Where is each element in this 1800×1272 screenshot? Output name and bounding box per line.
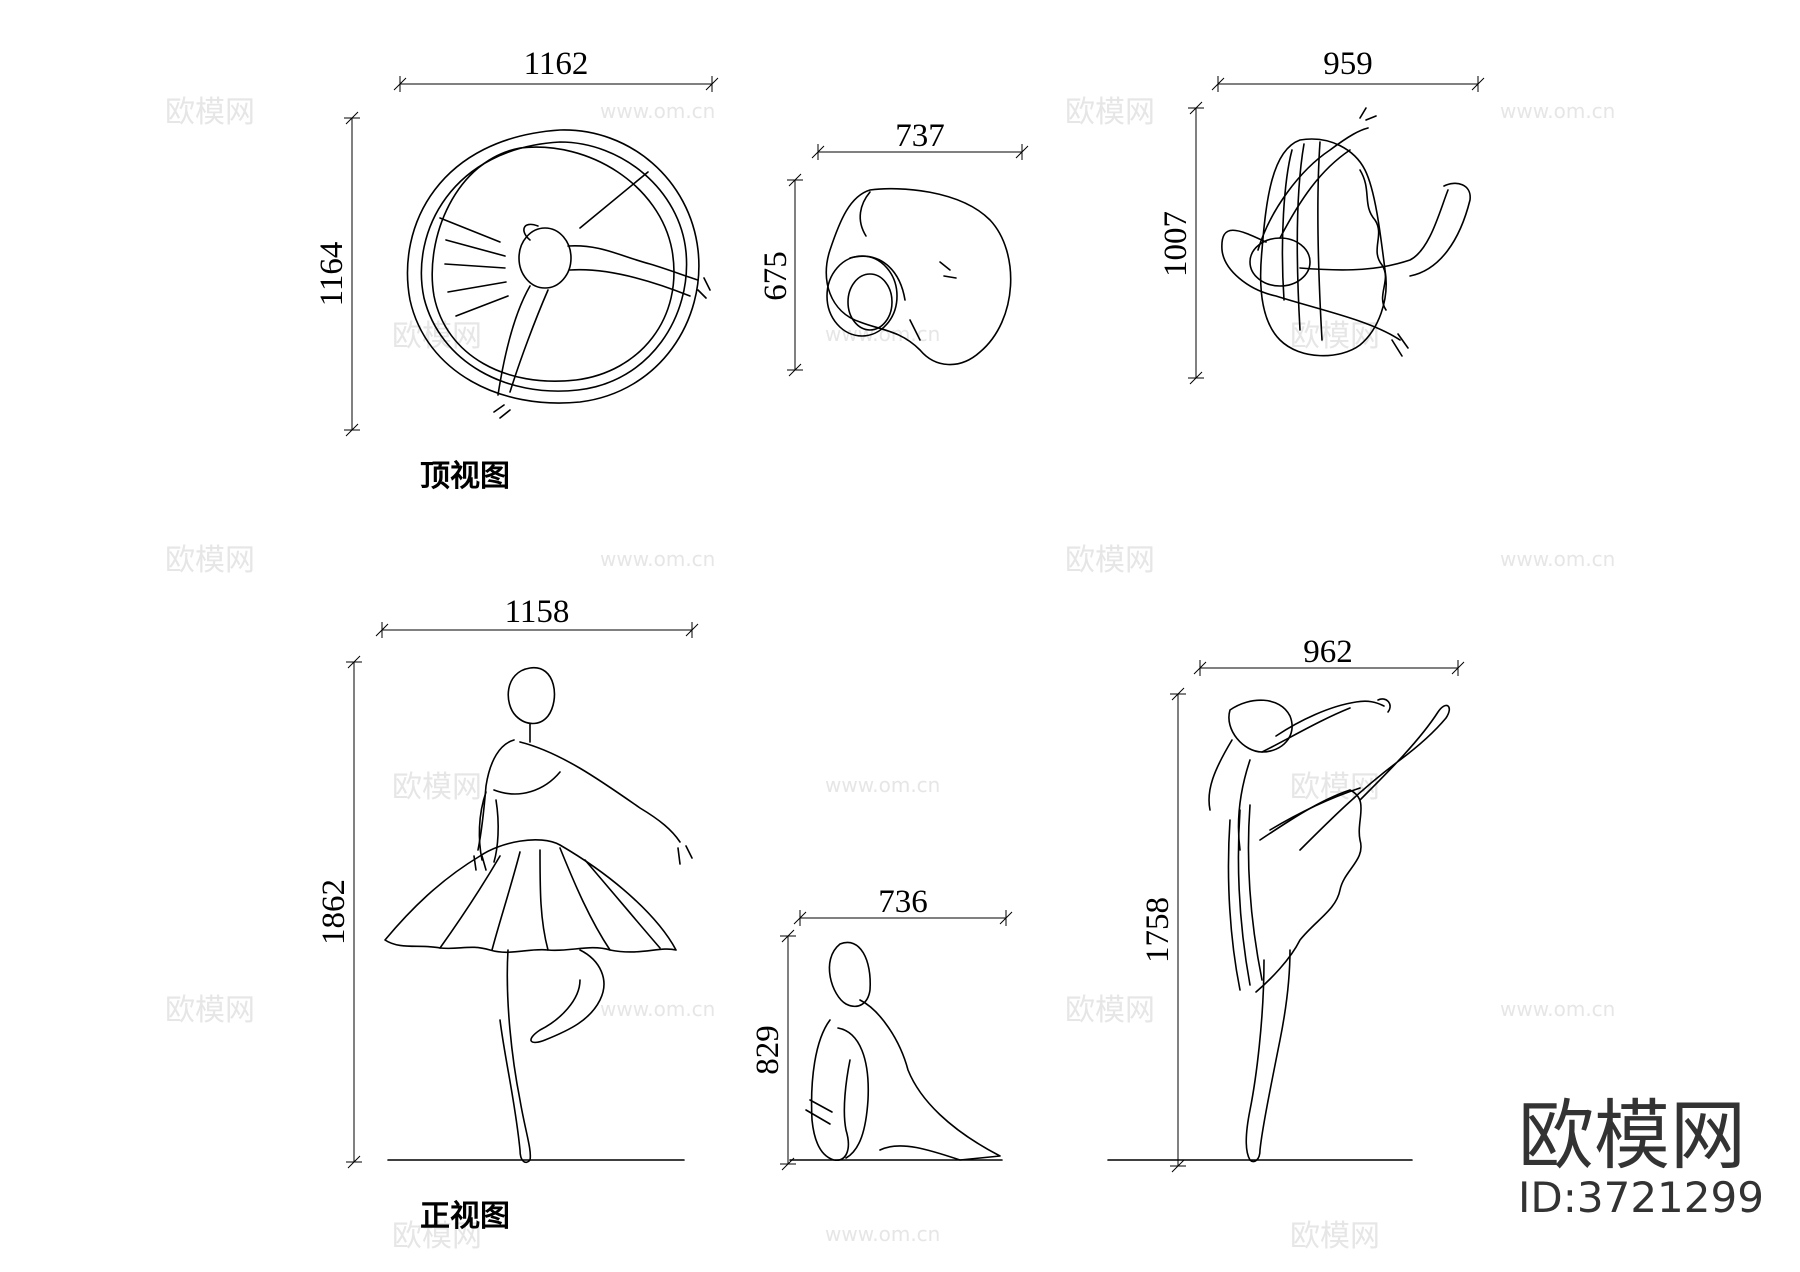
dimension-width-label: 959 — [1323, 46, 1373, 82]
top-view-caption: 顶视图 — [420, 459, 510, 494]
top-view-dancer-2: 737 675 — [758, 118, 1029, 377]
watermark-site: www.om.cn — [600, 547, 715, 571]
watermark-brand: 欧模网 — [392, 770, 482, 805]
watermark-brand: 欧模网 — [165, 95, 255, 130]
dimension-height-label: 1862 — [316, 879, 352, 945]
watermark-brand: 欧模网 — [392, 319, 482, 354]
dimension-width-label: 737 — [895, 118, 945, 154]
front-view-dancer-1: 1158 1862 — [316, 594, 699, 1169]
watermark-brand: 欧模网 — [165, 543, 255, 578]
dimension-height-label: 1758 — [1140, 897, 1176, 963]
brand-logo-text: 欧模网 — [1518, 1091, 1746, 1180]
watermark-brand: 欧模网 — [392, 1219, 482, 1254]
dimension-width-label: 962 — [1303, 634, 1353, 670]
watermark-brand: 欧模网 — [1065, 543, 1155, 578]
watermark-brand: 欧模网 — [1065, 95, 1155, 130]
watermark-site: www.om.cn — [1500, 99, 1615, 123]
watermark-site: www.om.cn — [600, 997, 715, 1021]
dimension-depth-label: 1164 — [314, 242, 350, 307]
watermark-site: www.om.cn — [1500, 997, 1615, 1021]
watermark-site: www.om.cn — [600, 99, 715, 123]
watermark-site: www.om.cn — [825, 1222, 940, 1246]
model-id-label: ID:3721299 — [1518, 1173, 1764, 1222]
watermark-brand: 欧模网 — [165, 993, 255, 1028]
dimension-depth-label: 675 — [758, 251, 794, 301]
watermark-site: www.om.cn — [1500, 547, 1615, 571]
watermark-site: www.om.cn — [825, 773, 940, 797]
top-view-dancer-3: 959 1007 — [1158, 46, 1485, 385]
background-watermarks: 欧模网 www.om.cn 欧模网 www.om.cn 欧模网 www.om.c… — [165, 95, 1615, 1254]
watermark-brand: 欧模网 — [1290, 1219, 1380, 1254]
top-view-dancer-1: 1162 1164 — [314, 46, 719, 437]
front-view-dancer-2: 736 829 — [750, 884, 1013, 1171]
brand-watermark-block: 欧模网 ID:3721299 — [1518, 1091, 1764, 1222]
front-view-caption: 正视图 — [420, 1199, 510, 1234]
dimension-width-label: 1158 — [505, 594, 570, 630]
dimension-width-label: 1162 — [524, 46, 589, 82]
watermark-brand: 欧模网 — [1065, 993, 1155, 1028]
dimension-depth-label: 1007 — [1158, 211, 1194, 277]
watermark-brand: 欧模网 — [1290, 319, 1380, 354]
dimension-height-label: 829 — [750, 1025, 786, 1075]
dimension-width-label: 736 — [878, 884, 928, 920]
front-view-dancer-3: 962 1758 — [1107, 634, 1465, 1173]
